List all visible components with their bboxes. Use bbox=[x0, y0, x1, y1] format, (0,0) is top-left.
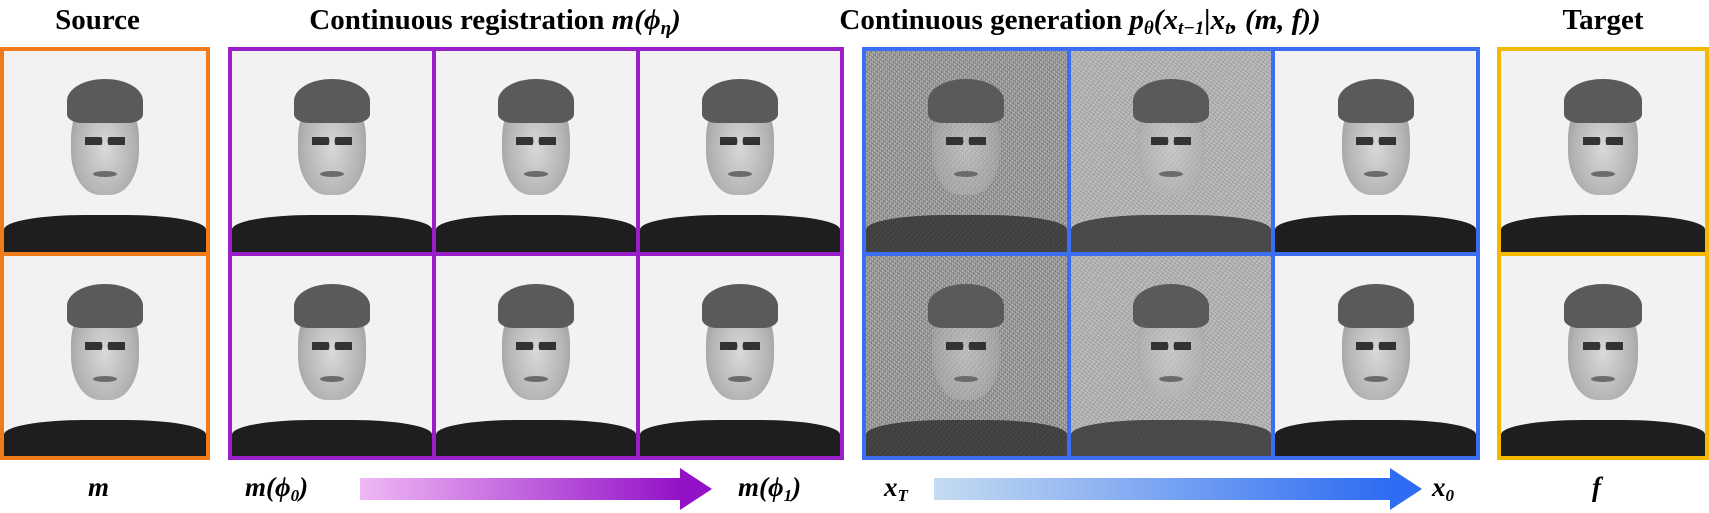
registration-arrow-bar bbox=[360, 478, 680, 500]
generation-title: Continuous generation pθ(xt−1|xt, (m, f)… bbox=[839, 4, 1321, 39]
registration-image bbox=[232, 51, 432, 252]
target-image-top bbox=[1501, 51, 1705, 252]
generation-image-partial bbox=[1070, 51, 1272, 252]
target-label: f bbox=[1592, 472, 1601, 502]
source-image-top bbox=[4, 51, 206, 252]
registration-image bbox=[640, 255, 840, 456]
generation-image-partial bbox=[1070, 255, 1272, 456]
registration-title: Continuous registration m(ϕη) bbox=[309, 4, 681, 39]
registration-start-label: m(ϕ0) bbox=[245, 472, 309, 505]
source-panel bbox=[0, 47, 210, 460]
registration-image bbox=[232, 255, 432, 456]
generation-end-label: x0 bbox=[1432, 472, 1454, 505]
generation-panel bbox=[862, 47, 1480, 460]
generation-image-noisy bbox=[866, 255, 1067, 456]
generation-image-clean bbox=[1275, 255, 1476, 456]
generation-arrow-head bbox=[1390, 468, 1422, 510]
source-image-bottom bbox=[4, 255, 206, 456]
generation-image-noisy bbox=[866, 51, 1067, 252]
source-label: m bbox=[88, 472, 110, 502]
registration-image bbox=[436, 51, 636, 252]
registration-panel bbox=[228, 47, 844, 460]
target-image-bottom bbox=[1501, 255, 1705, 456]
target-panel bbox=[1497, 47, 1709, 460]
target-title: Target bbox=[1562, 4, 1644, 36]
registration-image bbox=[640, 51, 840, 252]
registration-image bbox=[436, 255, 636, 456]
generation-start-label: xT bbox=[884, 472, 908, 505]
source-title: Source bbox=[55, 4, 140, 36]
generation-image-clean bbox=[1275, 51, 1476, 252]
registration-end-label: m(ϕ1) bbox=[738, 472, 802, 505]
generation-arrow-bar bbox=[934, 478, 1390, 500]
registration-arrow-head bbox=[680, 468, 712, 510]
